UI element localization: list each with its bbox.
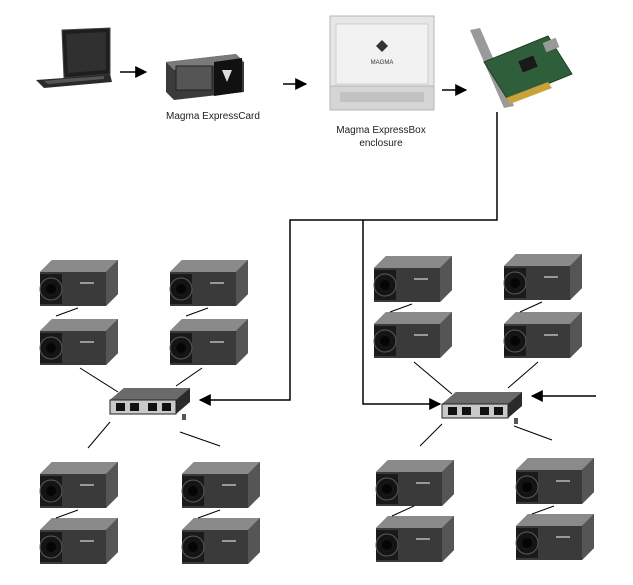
- expressbox-label-line1: Magma ExpressBox: [336, 125, 425, 136]
- camera-links-left: [55, 307, 221, 519]
- expressbox-label-line2: enclosure: [359, 138, 403, 149]
- expressbox-icon: [329, 15, 435, 111]
- camera-icon: [375, 459, 455, 507]
- firewire-hub-icon: [109, 387, 191, 421]
- pcie-card-icon: [470, 28, 573, 108]
- camera-icon: [373, 311, 453, 359]
- expressbox-brand: MAGMA: [371, 60, 394, 66]
- camera-icon: [503, 253, 583, 301]
- camera-icon: [503, 311, 583, 359]
- camera-icon: [181, 461, 261, 509]
- camera-icon: [39, 461, 119, 509]
- camera-icon: [39, 517, 119, 565]
- camera-icon: [169, 318, 249, 366]
- camera-links-right: [389, 301, 555, 517]
- cable-lines: [198, 112, 596, 410]
- camera-icon: [373, 255, 453, 303]
- camera-icon: [375, 515, 455, 563]
- expresscard-label: Magma ExpressCard: [166, 111, 260, 122]
- firewire-hub-icon: [441, 391, 523, 425]
- camera-icon: [39, 259, 119, 307]
- camera-icon: [515, 457, 595, 505]
- expresscard-icon: [166, 54, 244, 100]
- camera-icon: [39, 318, 119, 366]
- camera-icon: [169, 259, 249, 307]
- camera-icon: [515, 513, 595, 561]
- camera-icon: [181, 517, 261, 565]
- laptop-icon: [36, 27, 112, 88]
